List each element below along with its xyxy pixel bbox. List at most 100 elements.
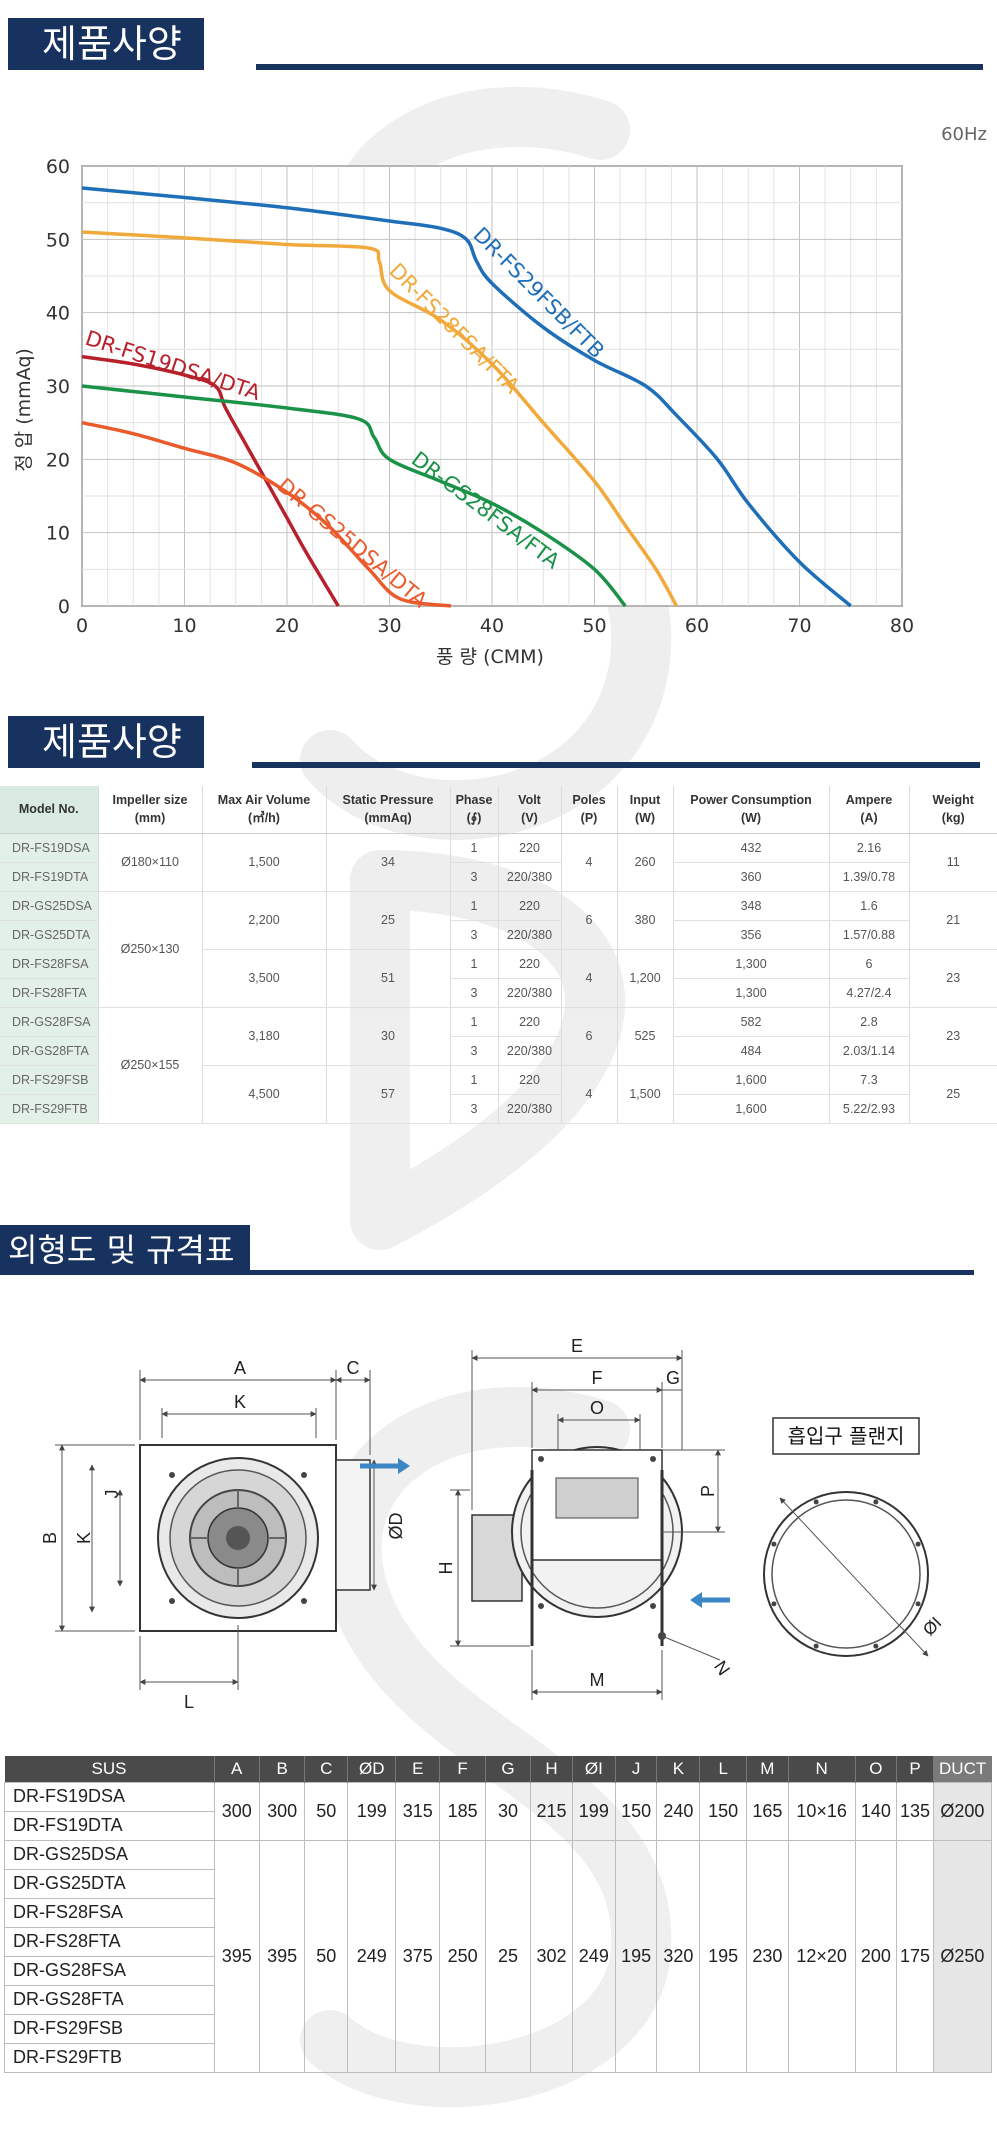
spec-power: 1,300 bbox=[672, 949, 829, 979]
size-value: 240 bbox=[656, 1781, 701, 1841]
size-header-6: F bbox=[439, 1756, 486, 1782]
spec-power: 1,300 bbox=[672, 978, 829, 1008]
spec-static-pressure: 51 bbox=[325, 949, 450, 1008]
spec-ampere: 1.6 bbox=[828, 891, 909, 921]
spec-poles: 6 bbox=[560, 891, 617, 950]
spec-header-line: (kg) bbox=[941, 811, 965, 826]
frequency-note: 60Hz bbox=[941, 124, 987, 145]
spec-header-6: Poles(P) bbox=[560, 786, 617, 834]
size-model: DR-FS19DTA bbox=[4, 1810, 215, 1841]
spec-air-volume: 2,200 bbox=[201, 891, 326, 950]
dim-label-K-side: K bbox=[74, 1532, 94, 1544]
y-axis-label: 정 압 (mmAq) bbox=[13, 348, 35, 472]
spec-phase: 3 bbox=[449, 920, 498, 950]
size-row: DR-GS28FSA bbox=[4, 1955, 992, 1986]
spec-model: DR-FS19DTA bbox=[0, 862, 98, 892]
size-header-2: B bbox=[258, 1756, 305, 1782]
series-line-2 bbox=[81, 354, 340, 607]
size-header-14: N bbox=[787, 1756, 856, 1782]
spec-header-line: Ampere bbox=[845, 793, 893, 808]
size-row: DR-FS29FSB bbox=[4, 2013, 992, 2044]
spec-input: 1,500 bbox=[616, 1065, 673, 1124]
size-value: 395 bbox=[258, 1839, 306, 2073]
size-value: 195 bbox=[614, 1839, 658, 2073]
size-header-15: O bbox=[854, 1756, 897, 1782]
spec-ampere: 5.22/2.93 bbox=[828, 1094, 909, 1124]
dim-label-J: J bbox=[102, 1490, 122, 1499]
spec-power: 432 bbox=[672, 833, 829, 863]
spec-ampere: 2.16 bbox=[828, 833, 909, 863]
spec-air-volume: 1,500 bbox=[201, 833, 326, 892]
flange-title: 흡입구 플랜지 bbox=[788, 1424, 905, 1448]
spec-input: 1,200 bbox=[616, 949, 673, 1008]
spec-section-header: 제품사양 bbox=[0, 716, 997, 768]
spec-volt: 220/380 bbox=[497, 1094, 561, 1124]
size-model: DR-FS28FSA bbox=[4, 1897, 215, 1928]
spec-model: DR-FS28FSA bbox=[0, 949, 98, 979]
spec-power: 348 bbox=[672, 891, 829, 921]
spec-header-line: Phase bbox=[455, 793, 493, 808]
size-model: DR-FS29FSB bbox=[4, 2013, 215, 2044]
spec-header-9: Ampere (A) bbox=[828, 786, 909, 834]
spec-header-line: Weight bbox=[932, 793, 974, 808]
spec-header-line: (A) bbox=[860, 811, 878, 826]
spec-phase: 1 bbox=[449, 833, 498, 863]
y-tick-label: 20 bbox=[46, 449, 70, 471]
dim-label-N: N bbox=[710, 1657, 734, 1679]
size-value: 250 bbox=[439, 1839, 486, 2073]
x-tick-label: 70 bbox=[787, 615, 811, 637]
dim-label-C: C bbox=[347, 1358, 360, 1378]
spec-table: Model No.Impeller size(mm)Max Air Volume… bbox=[0, 786, 997, 1124]
flange-bolt-hole bbox=[771, 1541, 777, 1547]
spec-impeller: Ø250×155 bbox=[97, 1007, 202, 1124]
dim-label-H: H bbox=[436, 1562, 456, 1575]
spec-static-pressure: 34 bbox=[325, 833, 450, 892]
size-model: DR-GS25DSA bbox=[4, 1839, 215, 1870]
spec-input: 260 bbox=[616, 833, 673, 892]
size-row: DR-FS19DTA bbox=[4, 1810, 992, 1841]
spec-phase: 3 bbox=[449, 978, 498, 1008]
spec-power: 484 bbox=[672, 1036, 829, 1066]
size-header-0: SUS bbox=[4, 1756, 215, 1782]
size-value: 50 bbox=[304, 1839, 349, 2073]
flange-bolt-hole bbox=[873, 1499, 879, 1505]
x-tick-label: 0 bbox=[76, 615, 88, 637]
spec-model: DR-GS28FTA bbox=[0, 1036, 98, 1066]
spec-input: 380 bbox=[616, 891, 673, 950]
spec-ampere: 1.39/0.78 bbox=[828, 862, 909, 892]
size-model: DR-GS25DTA bbox=[4, 1868, 215, 1899]
size-model: DR-FS28FTA bbox=[4, 1926, 215, 1957]
spec-static-pressure: 57 bbox=[325, 1065, 450, 1124]
size-header-9: ØI bbox=[571, 1756, 616, 1782]
dims-section-rule bbox=[248, 1270, 974, 1275]
size-value: 165 bbox=[746, 1781, 789, 1841]
spec-volt: 220 bbox=[497, 949, 561, 979]
spec-phase: 1 bbox=[449, 949, 498, 979]
spec-model: DR-GS25DTA bbox=[0, 920, 98, 950]
spec-weight: 23 bbox=[908, 1007, 997, 1066]
dim-label-L: L bbox=[184, 1692, 194, 1712]
spec-model: DR-FS28FTA bbox=[0, 978, 98, 1008]
spec-header-0: Model No. bbox=[0, 786, 98, 834]
y-tick-label: 30 bbox=[46, 376, 70, 398]
size-value: 375 bbox=[395, 1839, 441, 2073]
size-value: 10×16 bbox=[787, 1781, 856, 1841]
size-header-4: ØD bbox=[347, 1756, 396, 1782]
dims-section-header: 외형도 및 규격표 bbox=[0, 1225, 997, 1275]
spec-header-2: Max Air Volume(㎥/h) bbox=[201, 786, 326, 834]
series-line-3 bbox=[81, 384, 627, 608]
spec-weight: 11 bbox=[908, 833, 997, 892]
size-value: 12×20 bbox=[787, 1839, 856, 2073]
spec-header-4: Phase(∮) bbox=[449, 786, 498, 834]
size-value: 150 bbox=[614, 1781, 658, 1841]
spec-phase: 3 bbox=[449, 862, 498, 892]
spec-header-line: (W) bbox=[740, 811, 762, 826]
size-value: 300 bbox=[258, 1781, 306, 1841]
dim-label-P: P bbox=[698, 1485, 718, 1497]
spec-header-line: (W) bbox=[634, 811, 656, 826]
size-row: DR-FS29FTB bbox=[4, 2042, 992, 2073]
